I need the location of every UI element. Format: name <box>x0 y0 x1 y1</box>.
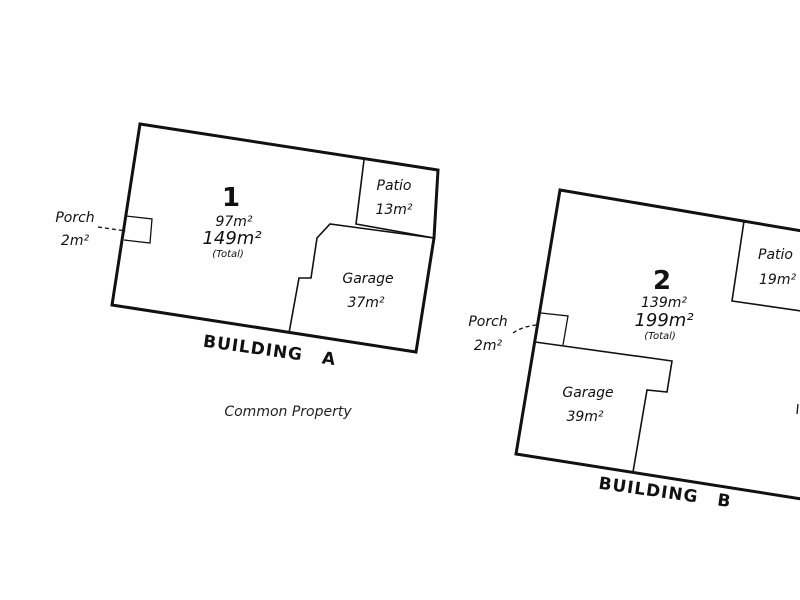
building-a-garage-area: 37m² <box>347 295 384 311</box>
building-b-outline <box>514 188 800 501</box>
building-a-patio-area: 13m² <box>375 202 412 218</box>
unit-1-area: 97m² <box>215 214 252 230</box>
building-a-letter: A <box>321 348 338 370</box>
building-a: 1 97m² 149m² (Total) Patio 13m² Garage 3… <box>55 122 440 370</box>
building-b-label: BUILDING <box>597 474 699 508</box>
building-b-letter: B <box>716 490 733 512</box>
unit-1-total-area: 149m² <box>202 228 261 249</box>
building-a-patio-label: Patio <box>377 178 412 194</box>
building-b-patio-area: 19m² <box>759 272 796 288</box>
building-b-patio-outline <box>731 220 800 312</box>
building-b-porch-outline <box>540 312 569 346</box>
building-a-patio-outline <box>355 159 435 239</box>
building-b-patio-label: Patio <box>758 247 793 263</box>
building-b-edge-mark <box>796 403 799 415</box>
unit-2-number: 2 <box>653 266 671 296</box>
building-a-porch-leader <box>97 226 127 232</box>
building-a-garage-outline <box>288 223 435 334</box>
building-a-porch-area: 2m² <box>61 233 90 249</box>
building-b-garage-label: Garage <box>562 385 613 401</box>
unit-2-area: 139m² <box>641 295 687 311</box>
building-b-porch-leader <box>512 324 537 334</box>
building-a-label: BUILDING <box>202 332 304 366</box>
common-property-label: Common Property <box>224 404 352 420</box>
building-b-porch-label: Porch <box>468 314 507 330</box>
unit-2-total-area: 199m² <box>634 310 693 331</box>
building-a-porch-label: Porch <box>55 210 94 226</box>
building-a-garage-label: Garage <box>342 271 393 287</box>
unit-1-total-label: (Total) <box>212 249 244 260</box>
building-a-porch-outline <box>123 215 153 244</box>
building-b: 2 139m² 199m² (Total) Patio 19m² Garage … <box>468 188 800 512</box>
unit-2-total-label: (Total) <box>644 331 676 342</box>
building-b-porch-area: 2m² <box>474 338 503 354</box>
building-b-garage-outline <box>534 341 673 473</box>
building-b-garage-area: 39m² <box>566 409 603 425</box>
unit-1-number: 1 <box>222 183 240 213</box>
building-a-outline <box>110 122 440 354</box>
